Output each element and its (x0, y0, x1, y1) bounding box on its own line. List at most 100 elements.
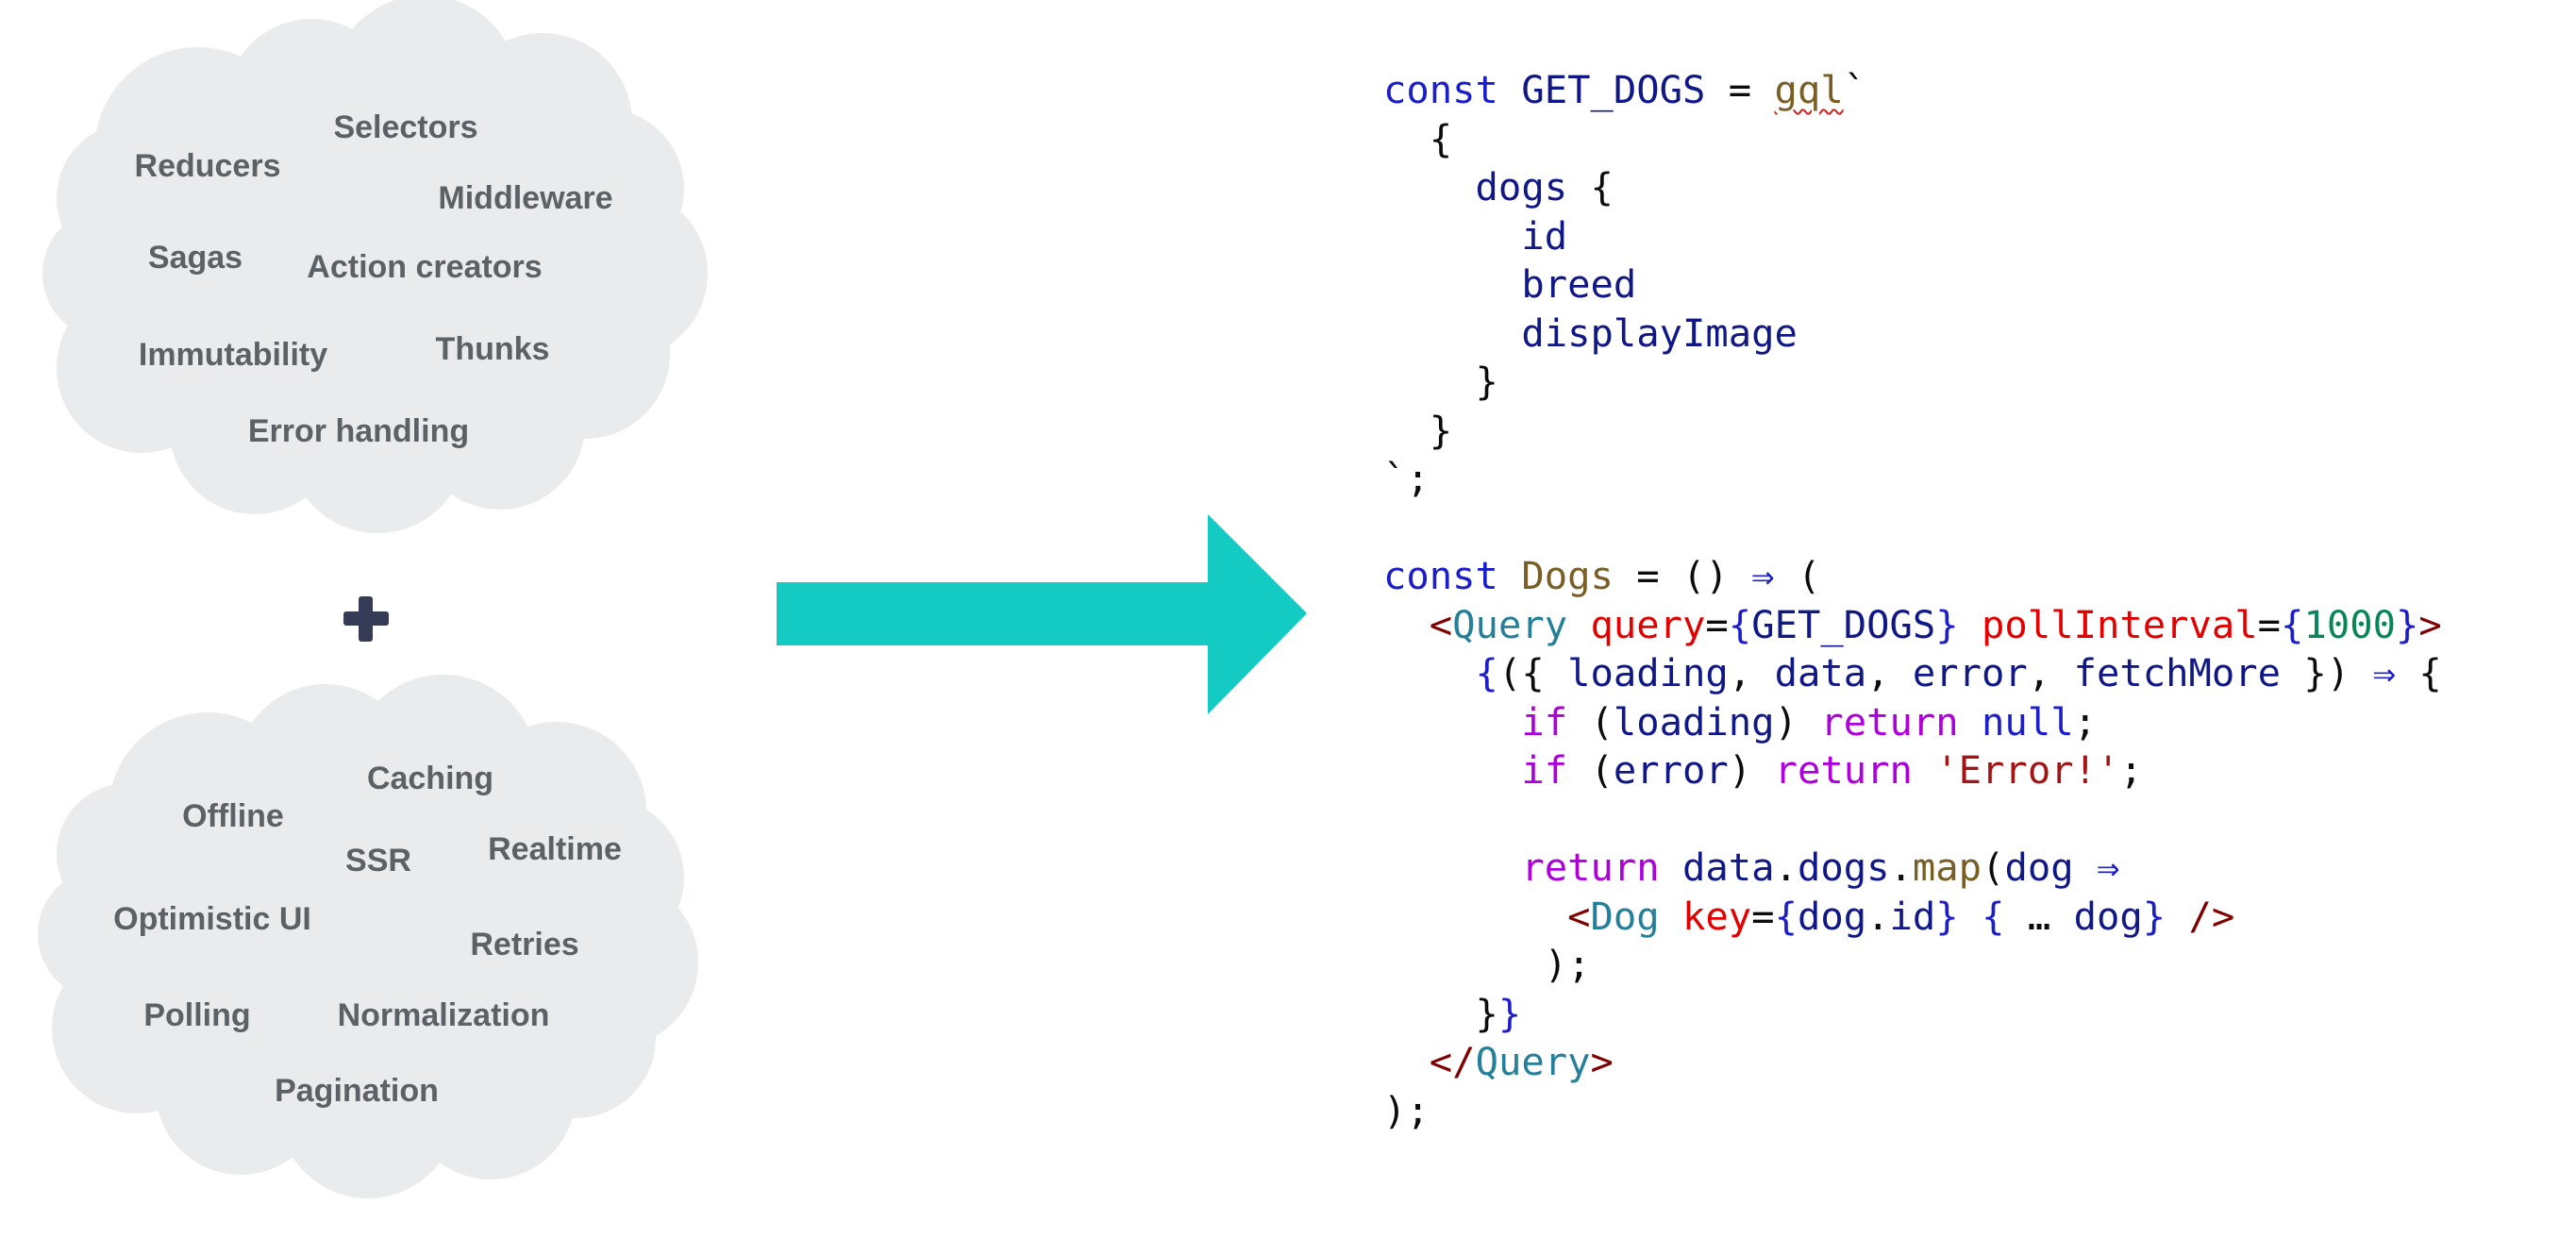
code-token: dog (1797, 893, 1867, 939)
code-line (1383, 795, 2442, 845)
code-token: { (1728, 601, 1752, 647)
code-token: } (1497, 990, 1522, 1036)
code-token: ); (1383, 942, 1591, 987)
code-token: { (2395, 650, 2442, 695)
code-token (1383, 699, 1521, 744)
code-token: . (1889, 845, 1913, 890)
code-token: /> (2188, 893, 2235, 939)
concept-cloud-bottom: Caching Offline SSR Realtime Optimistic … (38, 675, 698, 1198)
code-token: ( (1567, 698, 1614, 744)
code-token: = (1705, 67, 1775, 112)
code-token: id (1521, 212, 1568, 259)
code-token: > (1590, 1039, 1614, 1084)
code-token: breed (1521, 261, 1637, 307)
code-token: } (1935, 893, 1959, 939)
code-token (1660, 894, 1682, 939)
cloud-label: Realtime (488, 831, 622, 867)
code-token: data (1682, 845, 1775, 890)
code-line: const GET_DOGS = gql` (1383, 66, 2442, 115)
code-token (1959, 602, 1982, 647)
code-token: } (2142, 893, 2166, 939)
code-token: `; (1383, 456, 1430, 501)
code-token: 1000 (2303, 601, 2396, 647)
code-line: {({ loading, data, error, fetchMore }) ⇒… (1383, 649, 2442, 698)
code-token: < (1429, 601, 1453, 647)
code-token: ) (1728, 747, 1775, 793)
cloud-label: Normalization (338, 997, 550, 1033)
cloud-label: Selectors (333, 109, 477, 145)
code-token: loading (1613, 698, 1775, 744)
code-token: Query (1452, 601, 1568, 647)
code-token: ({ (1497, 650, 1568, 695)
code-token: data (1774, 650, 1867, 695)
code-line: </Query> (1383, 1038, 2442, 1087)
code-token: dog (2073, 893, 2143, 939)
code-token: pollInterval (1982, 601, 2258, 647)
code-token: … (2004, 893, 2074, 939)
cloud-label: Action creators (307, 249, 542, 285)
code-token (2166, 894, 2188, 939)
code-token: ); (1383, 1087, 1430, 1133)
code-token: error (1912, 650, 2028, 695)
code-token: = (1751, 893, 1775, 939)
code-line: const Dogs = () ⇒ ( (1383, 552, 2442, 601)
code-token (1913, 747, 1935, 793)
code-token: { (1982, 893, 2005, 939)
code-line: breed (1383, 260, 2442, 310)
cloud-label: Offline (182, 798, 284, 834)
cloud-label: Optimistic UI (113, 901, 311, 937)
code-token: gql (1774, 67, 1844, 112)
code-token: = () (1613, 553, 1752, 598)
code-token: ( (1774, 553, 1821, 598)
code-token: ( (1982, 845, 2005, 890)
code-token: </ (1429, 1039, 1476, 1084)
code-token (1383, 845, 1521, 890)
cloud-label: Caching (367, 761, 493, 796)
code-line: dogs { (1383, 163, 2442, 212)
code-token: }) (2281, 650, 2373, 695)
code-token (1383, 602, 1430, 647)
cloud-shape-top (42, 0, 708, 533)
code-token: < (1567, 893, 1591, 939)
code-line: { (1383, 115, 2442, 164)
code-token: dogs (1797, 845, 1890, 890)
code-token: null (1982, 698, 2074, 744)
code-line: <Query query={GET_DOGS} pollInterval={10… (1383, 601, 2442, 650)
code-token: , (1728, 650, 1775, 695)
code-line: `; (1383, 455, 2442, 504)
code-line: id (1383, 212, 2442, 261)
code-token: dogs (1475, 164, 1568, 209)
code-token: query (1590, 601, 1706, 647)
code-token: if (1521, 698, 1568, 744)
code-token (1383, 747, 1521, 793)
code-token: } (1383, 990, 1498, 1036)
code-token: Dogs (1521, 553, 1614, 598)
code-token: Query (1475, 1039, 1591, 1084)
code-line: if (loading) return null; (1383, 698, 2442, 747)
cloud-label: Retries (470, 927, 578, 962)
code-token: . (1774, 845, 1798, 890)
code-token: ⇒ (2096, 845, 2120, 890)
cloud-label: Reducers (135, 148, 281, 184)
code-token: const (1383, 67, 1498, 112)
code-token: } (2395, 601, 2419, 647)
code-token: = (1705, 601, 1729, 647)
code-token: ` (1843, 67, 1867, 112)
code-line: <Dog key={dog.id} { … dog} /> (1383, 893, 2442, 942)
code-token: } (1383, 407, 1453, 453)
code-token: return (1774, 747, 1913, 793)
code-token: ; (2119, 747, 2143, 793)
cloud-label: Thunks (436, 331, 550, 367)
cloud-labels-top: Selectors Reducers Middleware Sagas Acti… (135, 109, 613, 449)
cloud-label: Pagination (275, 1073, 439, 1109)
code-token (1959, 894, 1982, 939)
code-token: return (1521, 845, 1660, 890)
code-token: { (2281, 601, 2304, 647)
cloud-label: Middleware (438, 180, 612, 216)
right-arrow-icon (777, 514, 1307, 714)
code-token (1383, 894, 1567, 939)
code-token: loading (1567, 650, 1729, 695)
code-token (1383, 650, 1476, 695)
code-token: if (1521, 747, 1568, 793)
